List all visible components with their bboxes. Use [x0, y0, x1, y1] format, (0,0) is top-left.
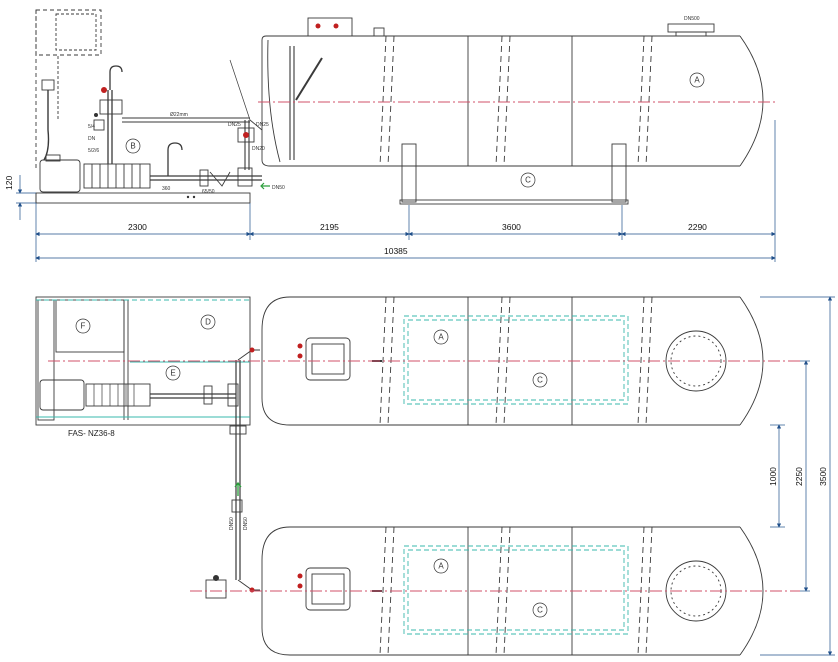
label-dn50: DN50 [272, 185, 285, 191]
break-lines [379, 35, 653, 167]
dim-2195: 2195 [320, 222, 339, 232]
label-dn20: DN20 [252, 146, 265, 152]
callout-circle-a [689, 72, 705, 88]
dim-height-120: 120 [4, 176, 14, 190]
callout-circle-f [75, 318, 91, 334]
tank-right-head [739, 35, 764, 167]
callout-circle-c-top [532, 372, 548, 388]
model-label: FAS- NZ36-8 [68, 429, 115, 438]
upper-tank-right-head [739, 296, 764, 426]
plan-motor [39, 379, 85, 411]
lower-tank-right-head [739, 526, 764, 656]
callout-c: C [525, 176, 531, 185]
side-view [35, 9, 778, 205]
callout-a: A [694, 76, 700, 85]
pump-motor [39, 159, 81, 193]
dim-1000: 1000 [768, 467, 778, 486]
upper-manhole [665, 330, 727, 392]
plan-dimensions [760, 296, 835, 656]
pipe-label-1: DN50 [229, 517, 235, 530]
lower-hatch [305, 567, 351, 611]
pump-stages [91, 164, 141, 188]
dim-3500: 3500 [818, 467, 828, 486]
label-6550: 65/50 [202, 189, 215, 195]
control-box-outline [35, 9, 102, 56]
label-small-3: DN [88, 136, 96, 142]
label-pipe-size: Ø22mm [170, 112, 188, 118]
control-box [55, 13, 97, 51]
callout-a-top: A [438, 333, 444, 342]
callout-circle-d [200, 314, 216, 330]
lower-tank-left-head [261, 526, 291, 656]
dim-2300: 2300 [128, 222, 147, 232]
tank-leg-left [401, 143, 417, 203]
callout-circle-e [165, 365, 181, 381]
callout-circle-a-top [433, 329, 449, 345]
dim-3600: 3600 [502, 222, 521, 232]
dim-2290: 2290 [688, 222, 707, 232]
side-dimensions [16, 120, 776, 262]
dim-2250: 2250 [794, 467, 804, 486]
label-small-2: 5/2/6 [88, 148, 99, 154]
label-dn25: DN25 [228, 122, 241, 128]
gooseneck-pipe [167, 142, 183, 176]
label-dn25-b: DN25 [256, 122, 269, 128]
callout-e: E [170, 369, 175, 378]
upper-support-frame [403, 315, 629, 405]
riser-hook [109, 65, 123, 90]
callout-circle-c [520, 172, 536, 188]
dim-10385: 10385 [384, 246, 408, 256]
label-dn500: DN500 [684, 16, 700, 22]
tank-leg-right [611, 143, 627, 203]
flow-arrow-icon [260, 182, 270, 190]
callout-circle-b [125, 138, 141, 154]
tank-top-fittings [307, 17, 353, 37]
pipe-label-2: DN50 [243, 517, 249, 530]
callout-circle-c-bottom [532, 602, 548, 618]
lower-support-frame [403, 545, 629, 635]
manhole [667, 23, 715, 33]
label-small-1: 5/4 [88, 124, 95, 130]
upper-hatch [305, 337, 351, 381]
leg-base [399, 199, 629, 205]
callout-c-bottom: C [537, 606, 543, 615]
plan-view [35, 296, 800, 656]
pump-skid [35, 192, 251, 204]
upper-tank-left-head [261, 296, 291, 426]
callout-b: B [130, 142, 135, 151]
callout-circle-a-bottom [433, 558, 449, 574]
tank-left-head [261, 35, 300, 167]
callout-c-top: C [537, 376, 543, 385]
plan-flow-arrow-icon [234, 481, 242, 496]
callout-f: F [81, 322, 86, 331]
label-360: 360 [162, 186, 171, 192]
cable-hose [43, 90, 50, 161]
callout-a-bottom: A [438, 562, 444, 571]
callout-d: D [205, 318, 211, 327]
